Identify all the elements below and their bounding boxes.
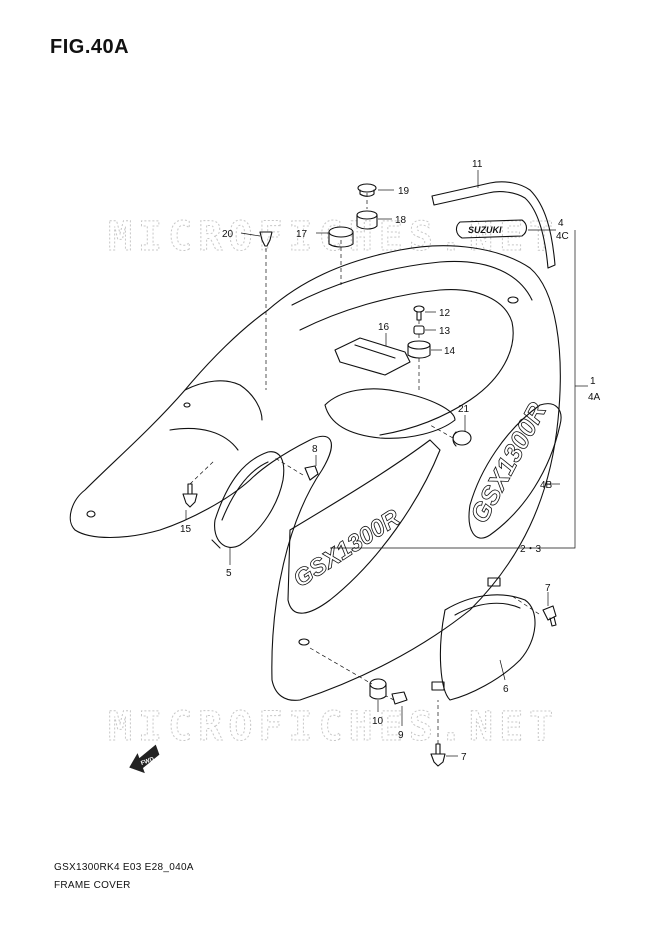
side-cover-6 [439,594,536,701]
callout-4c: 4C [556,231,569,242]
center-bracket [334,337,411,376]
fwd-arrow: FWD [129,744,160,774]
callout-4: 4 [558,218,564,229]
cushion-14 [407,340,431,350]
fastener-20 [259,231,273,247]
callout-6: 6 [503,684,509,695]
frame-cover-inner-lip [299,289,514,436]
washer-13 [413,325,425,335]
callout-19: 19 [398,186,410,197]
side-cover-tab [487,577,501,587]
left-decal-text: GSX1300R [289,504,406,593]
frame-cover-ridge [291,260,533,306]
callout-13: 13 [439,326,451,337]
clip-15 [182,493,198,508]
left-decal-stripe [287,439,441,614]
callout-1: 1 [590,376,596,387]
callout-5: 5 [226,568,232,579]
callout-11: 11 [472,159,483,170]
frame-cover-left-flange [169,427,239,451]
tail-bracket-plate [324,388,456,439]
callout-2-3: 2・3 [520,544,542,555]
callout-7-lower: 7 [461,752,467,763]
emblem-text: SUZUKI [468,225,502,235]
mounting-hole [183,402,191,408]
callout-7-upper: 7 [545,583,551,594]
callout-4b: 4B [540,480,553,491]
mounting-hole [86,510,96,518]
callout-14: 14 [444,346,456,357]
callout-15: 15 [180,524,192,535]
callout-8: 8 [312,444,318,455]
watermark-bottom: MICROFICHES.NET [108,704,559,750]
callout-16: 16 [378,322,390,333]
callout-10: 10 [372,716,384,727]
emblem-plate [455,219,528,239]
fwd-label: FWD [140,756,156,767]
duct-cover-5 [214,451,285,548]
mounting-hole [507,296,519,304]
mounting-hole [298,638,310,646]
callout-17: 17 [296,229,308,240]
figure-title: FIG.40A [50,36,130,58]
callout-9: 9 [398,730,404,741]
callout-18: 18 [395,215,407,226]
grommet-10 [369,678,387,690]
trim-strip-11 [431,181,556,269]
frame-cover-left-arm [184,380,263,421]
screw-19 [357,183,377,193]
bolt-12 [413,305,425,313]
callout-4a: 4A [588,392,601,403]
callout-12: 12 [439,308,451,319]
figure-code: GSX1300RK4 E03 E28_040A [54,862,194,873]
screw-8 [304,465,319,481]
side-decal-panel [468,403,562,539]
fastener-7-upper [542,605,557,621]
frame-cover-shell [69,245,561,701]
callout-21: 21 [458,404,470,415]
screw-9 [391,691,408,705]
callout-20: 20 [222,229,234,240]
side-cover-tab [431,681,445,691]
side-decal-text: GSX1300R [464,397,552,527]
figure-name: FRAME COVER [54,880,131,891]
fastener-7-lower [430,753,446,767]
